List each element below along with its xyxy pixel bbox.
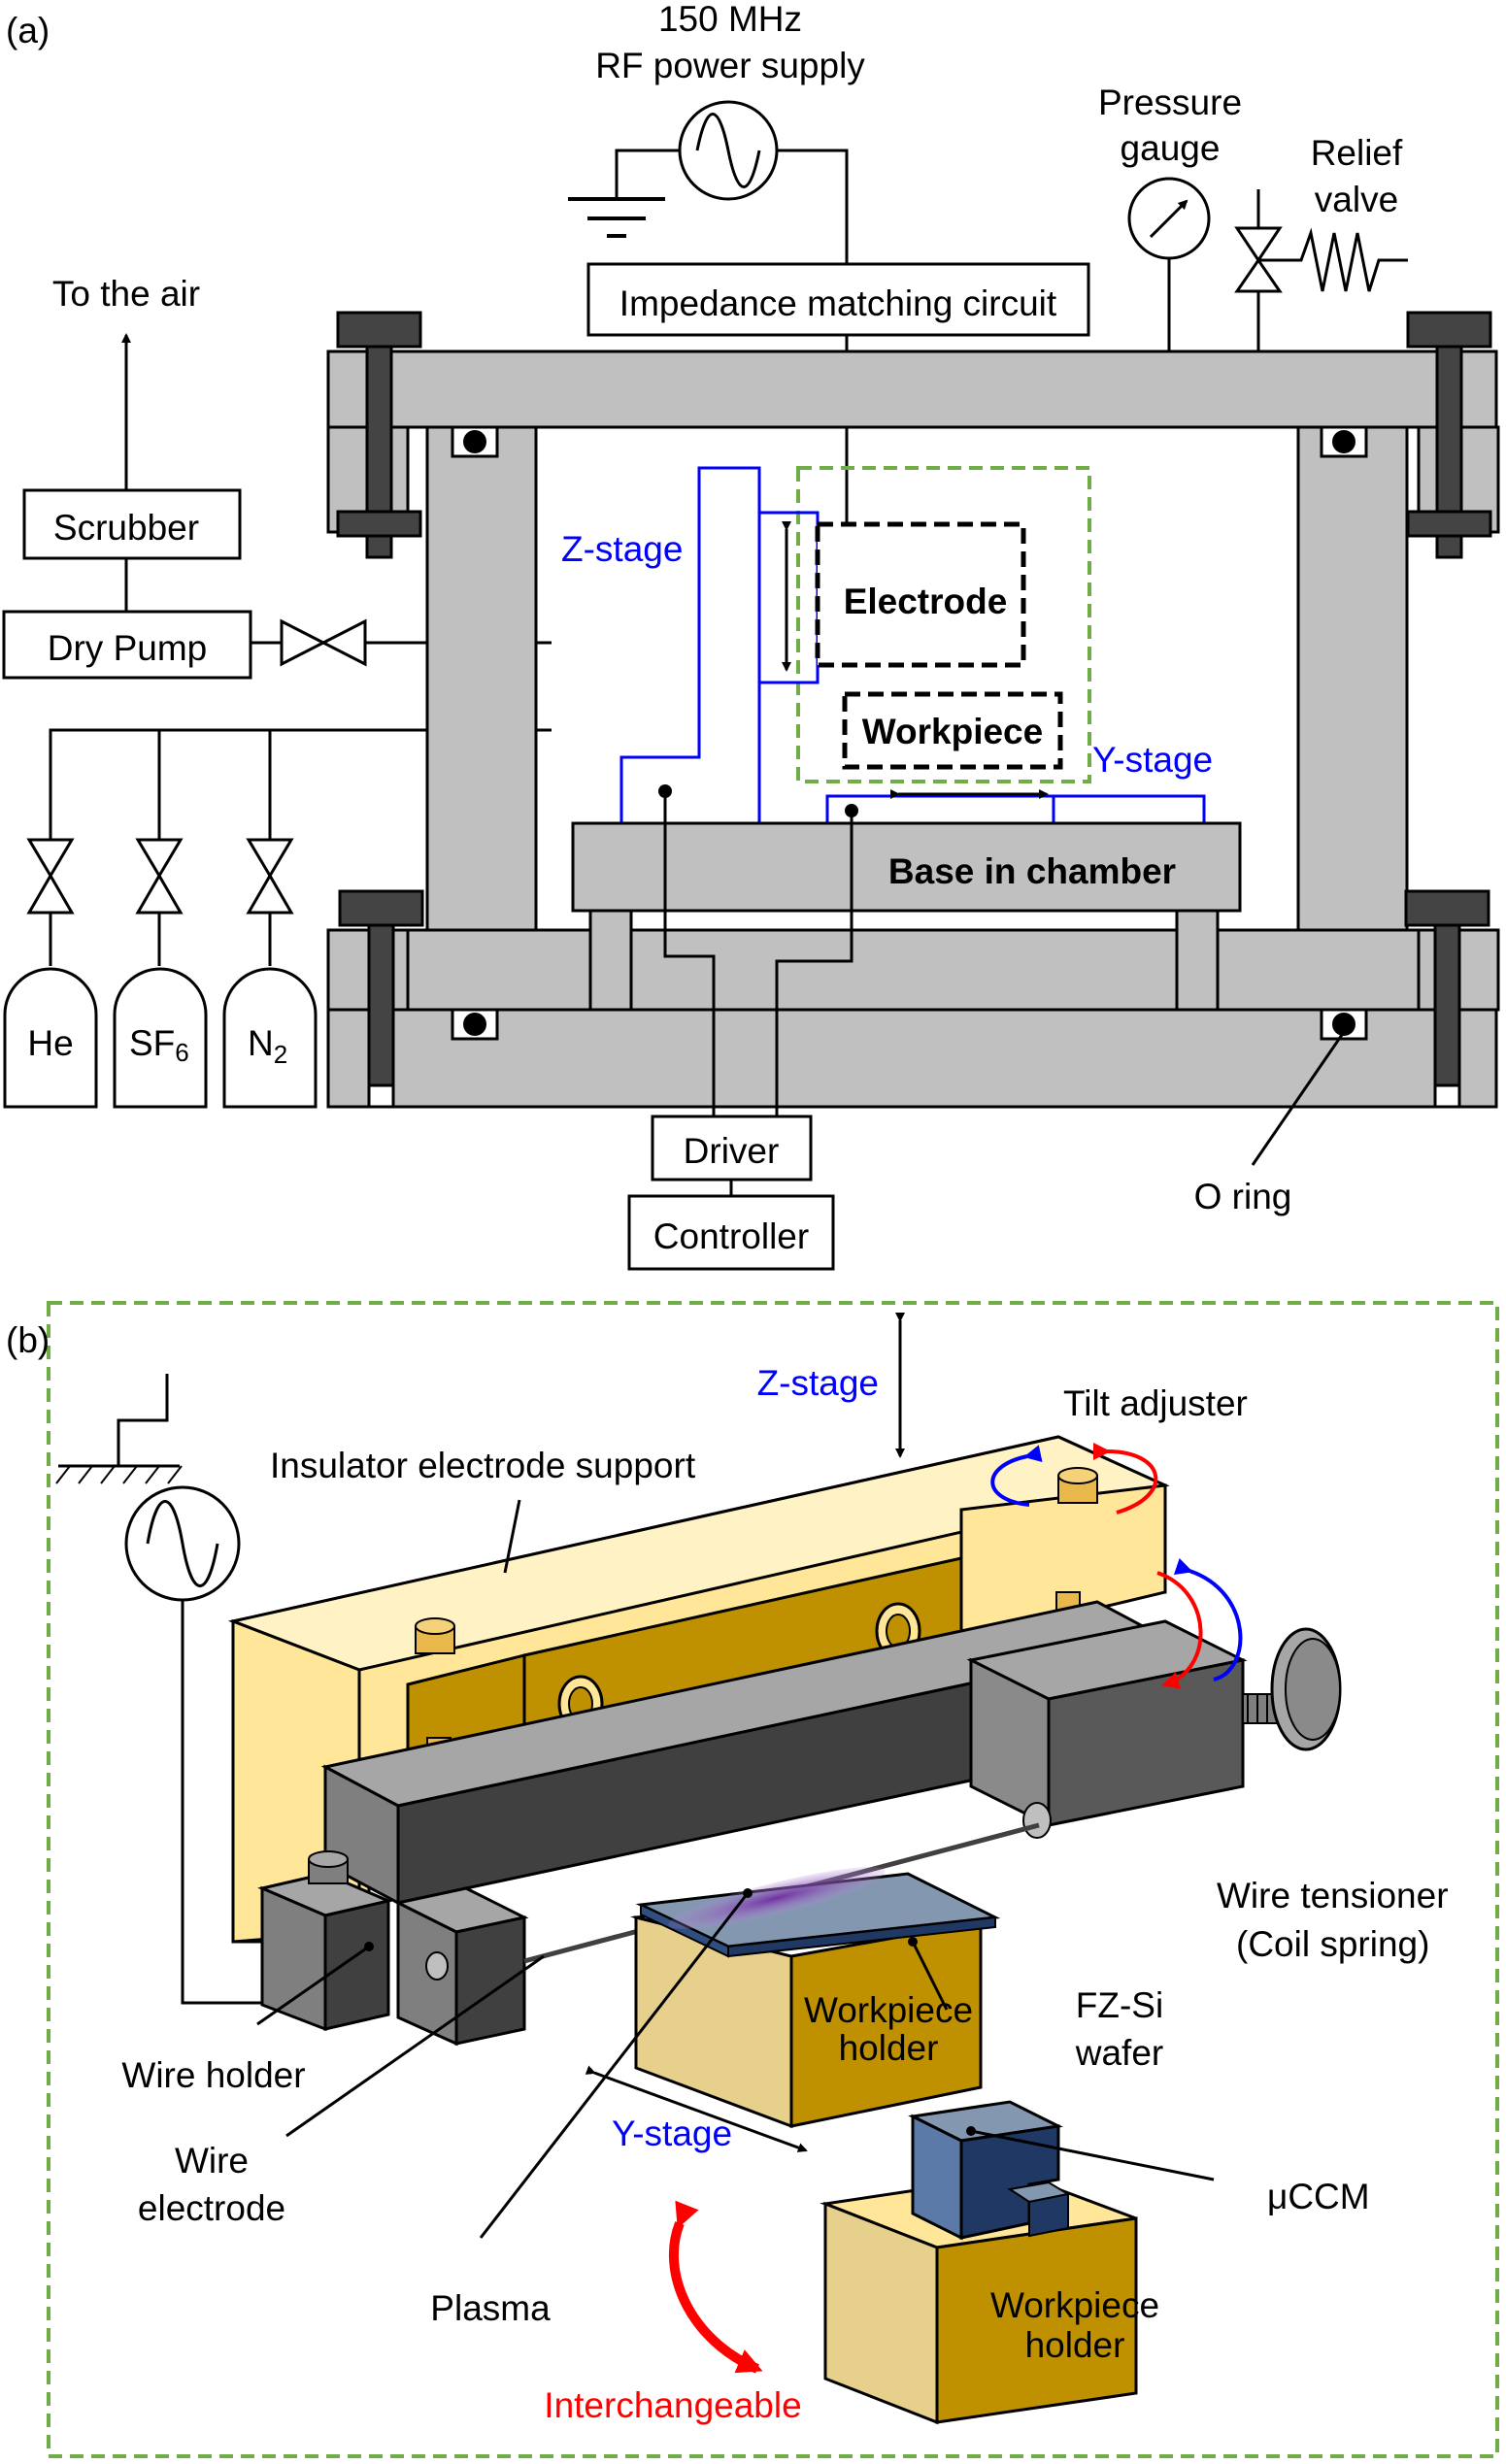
- uccm-label: μCCM: [1267, 2177, 1370, 2216]
- gas-valve-he-icon: [26, 838, 75, 966]
- workpiece-holder-2-label-1: Workpiece: [990, 2285, 1159, 2325]
- workpiece-label-a: Workpiece: [862, 712, 1043, 751]
- gas-cylinder-sf6: [113, 967, 208, 1109]
- relief-valve-label-2: valve: [1315, 180, 1398, 219]
- pressure-gauge-label-1: Pressure: [1098, 83, 1242, 122]
- tilt-ccw-arrow-icon: [990, 1445, 1043, 1507]
- wire-electrode-label-2: electrode: [138, 2188, 285, 2228]
- plasma-glow: [668, 1867, 886, 1929]
- o-ring-label: O ring: [1194, 1177, 1292, 1216]
- wire-electrode-leader: [285, 1954, 545, 2138]
- wire-electrode-label-1: Wire: [175, 2141, 249, 2181]
- gas-cylinder-he: [3, 967, 98, 1109]
- interchangeable-label: Interchangeable: [544, 2385, 801, 2425]
- electrode-box: [815, 521, 1026, 668]
- driver-box: [651, 1115, 813, 1182]
- rf-frequency-label: 150 MHz: [658, 0, 802, 39]
- insulator-leader: [503, 1499, 521, 1574]
- pressure-gauge-label-2: gauge: [1121, 128, 1221, 168]
- driver-label: Driver: [684, 1131, 780, 1171]
- insulator-label: Insulator electrode support: [270, 1446, 696, 1485]
- tilt-cw-arrow-icon: [1092, 1442, 1158, 1515]
- wire-tensioner-label-2: (Coil spring): [1236, 1924, 1429, 1964]
- gas-manifold-line: [49, 728, 552, 840]
- pressure-gauge-icon: [1127, 177, 1211, 351]
- base-leg-left: [588, 909, 633, 1012]
- controller-box: [627, 1194, 835, 1271]
- z-stage-label-a: Z-stage: [561, 529, 683, 569]
- dry-pump-label: Dry Pump: [48, 628, 207, 668]
- rf-feed-line: [777, 149, 849, 264]
- gas-cylinder-n2: [222, 967, 318, 1109]
- o-ring-icons: [451, 425, 1368, 1041]
- gas-valve-n2-icon: [246, 838, 294, 966]
- relief-valve-label-1: Relief: [1311, 133, 1403, 173]
- impedance-matching-label: Impedance matching circuit: [619, 283, 1057, 323]
- wire-tensioner-icon: [966, 1619, 1342, 1839]
- fzsi-leader: [911, 1941, 949, 2011]
- relief-valve-icon: [1234, 189, 1408, 351]
- wire-holder-icon: [257, 1850, 529, 2047]
- z-stage-outline: [619, 466, 761, 823]
- panel-b-tag: (b): [6, 1320, 50, 1360]
- drive-cables: [658, 784, 858, 1116]
- base-label: Base in chamber: [888, 851, 1176, 891]
- fzsi-label-1: FZ-Si: [1076, 1985, 1163, 2025]
- z-stage-carriage: [757, 511, 820, 684]
- bolt-top-left-icon: [336, 311, 422, 559]
- plasma-leader: [479, 1892, 750, 2239]
- y-motion-arrow-b: [585, 2065, 808, 2152]
- gas-sf6-label: SF6: [129, 1023, 189, 1067]
- panel-b: (b): [6, 1301, 1499, 2458]
- uccm-leader: [970, 2129, 1215, 2181]
- o-ring-leader: [1251, 1031, 1346, 1166]
- pitch-ccw-arrow-icon: [1173, 1557, 1243, 1682]
- panel-a-tag: (a): [6, 11, 50, 50]
- wire-holder-label: Wire holder: [121, 2055, 305, 2095]
- scrubber-label: Scrubber: [53, 508, 199, 548]
- workpiece-holder-1-label-2: holder: [839, 2028, 939, 2068]
- zoom-region-outline: [796, 466, 1091, 783]
- interchangeable-arrow-icon: [668, 2200, 763, 2374]
- y-stage-outline: [825, 794, 1055, 823]
- panel-a: (a) 150 MHz RF power supply Impedance ma…: [2, 0, 1500, 1271]
- dry-pump-box: [2, 610, 252, 680]
- to-the-air-label: To the air: [52, 274, 200, 314]
- workpiece-holder-2-label-2: holder: [1025, 2325, 1125, 2365]
- ground-icon: [568, 149, 680, 238]
- fzsi-label-2: wafer: [1075, 2033, 1163, 2073]
- rf-supply-label: RF power supply: [595, 46, 865, 85]
- rf-source-icon: [678, 100, 779, 201]
- pitch-cw-arrow-icon: [1156, 1571, 1203, 1689]
- impedance-matching-box: [586, 262, 1090, 337]
- plasma-label: Plasma: [430, 2288, 551, 2328]
- bolt-bottom-right-icon: [1404, 889, 1490, 1109]
- y-stage-label-b: Y-stage: [612, 2114, 732, 2153]
- wire-holder-leader: [256, 1945, 370, 2026]
- gas-valve-sf6-icon: [135, 838, 184, 966]
- tilt-adjuster-label: Tilt adjuster: [1063, 1383, 1248, 1423]
- uccm-device-icon: [908, 2100, 1071, 2241]
- rf-source-b-icon: [55, 1374, 284, 2008]
- base-leg-right: [1175, 909, 1220, 1012]
- panel-b-border: [47, 1301, 1499, 2458]
- y-stage-label-a: Y-stage: [1092, 740, 1213, 780]
- electrode-label: Electrode: [844, 582, 1008, 621]
- bolt-bottom-left-icon: [338, 889, 424, 1109]
- controller-label: Controller: [653, 1216, 809, 1256]
- wire-tensioner-label-1: Wire tensioner: [1217, 1876, 1449, 1915]
- workpiece-box: [842, 691, 1063, 770]
- workpiece-holder-1-label-1: Workpiece: [804, 1990, 973, 2030]
- base-in-chamber: [571, 821, 1242, 913]
- bolt-top-right-icon: [1406, 311, 1492, 559]
- gas-he-label: He: [27, 1023, 73, 1063]
- gas-n2-label: N2: [248, 1023, 287, 1069]
- z-stage-label-b: Z-stage: [757, 1363, 879, 1403]
- scrubber-box: [22, 488, 242, 560]
